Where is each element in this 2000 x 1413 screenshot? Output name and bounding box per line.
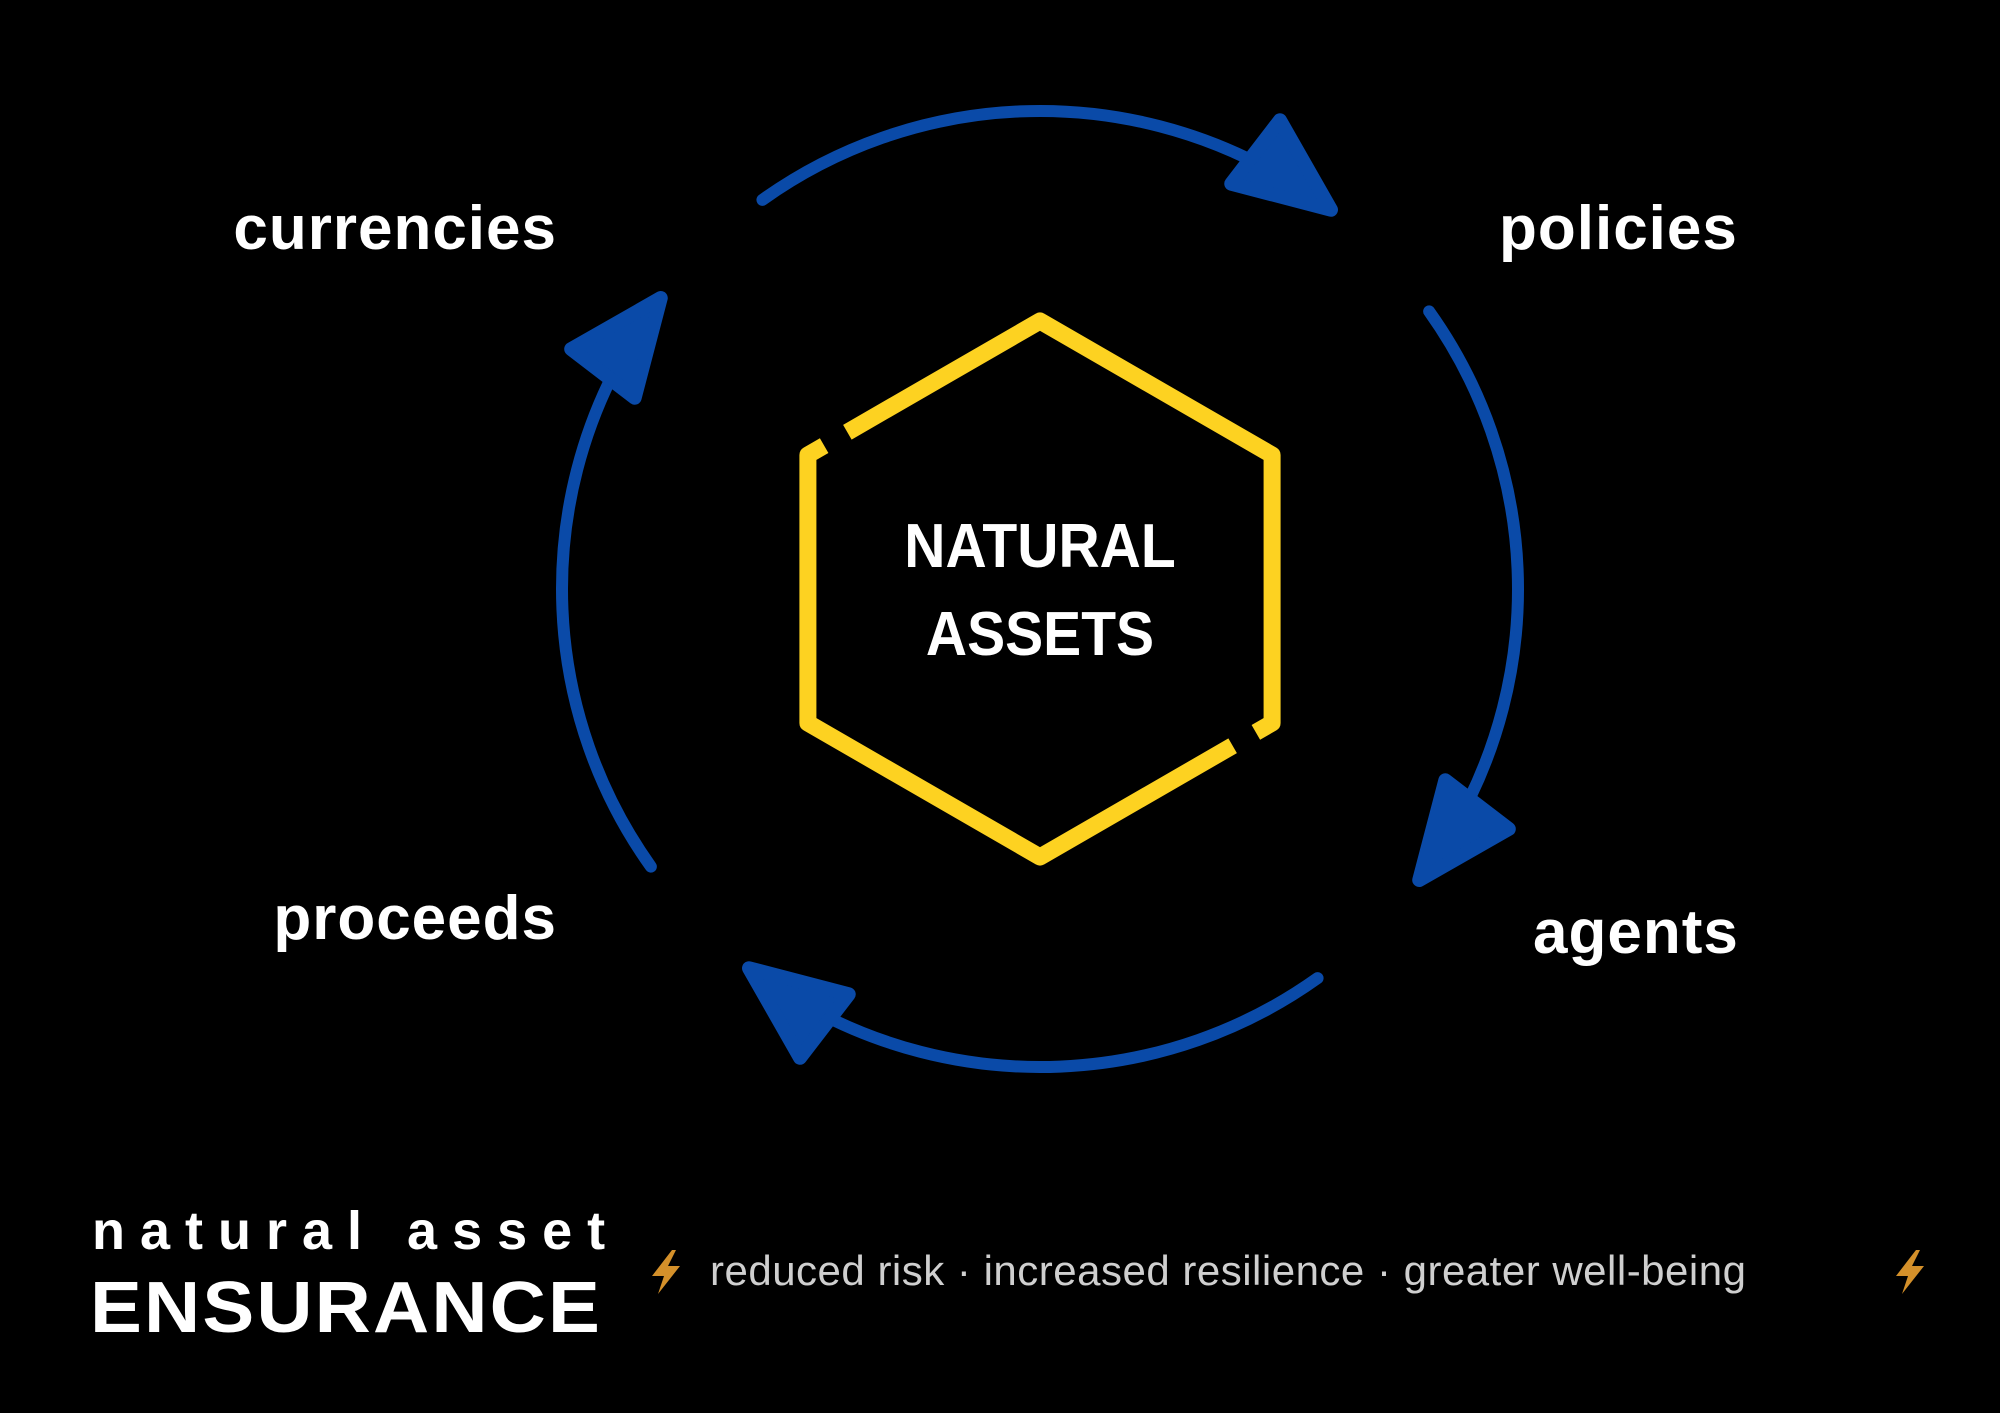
arrowhead-icon [564, 291, 668, 405]
center-title-line1: NATURAL [904, 512, 1176, 581]
brand-ensurance: ENSURANCE [90, 1268, 602, 1348]
natural-assets-hexagon [799, 312, 1281, 866]
label-agents: agents [1533, 898, 1739, 967]
label-policies: policies [1499, 194, 1738, 263]
label-proceeds: proceeds [273, 884, 557, 953]
cycle-arrow-arc [790, 972, 1324, 1073]
arrowhead-icon [742, 961, 856, 1065]
cycle-arrow-arc [1423, 305, 1524, 839]
hexagon-segment [799, 438, 1237, 866]
cycle-arrow-arc [556, 339, 657, 873]
cycle-arrow-arc [756, 105, 1290, 206]
lightning-bolt-icon [1896, 1250, 1924, 1294]
tagline: reduced risk · increased resilience · gr… [710, 1247, 1747, 1294]
arrowhead-icon [1412, 773, 1516, 887]
lightning-bolt-icon [652, 1250, 680, 1294]
cycle-arrows [556, 105, 1524, 1073]
hexagon-segment [843, 312, 1281, 740]
arrowhead-icon [1224, 113, 1338, 217]
label-currencies: currencies [233, 194, 557, 263]
center-title-line2: ASSETS [925, 600, 1155, 669]
brand-natural-asset: natural asset [92, 1201, 621, 1261]
